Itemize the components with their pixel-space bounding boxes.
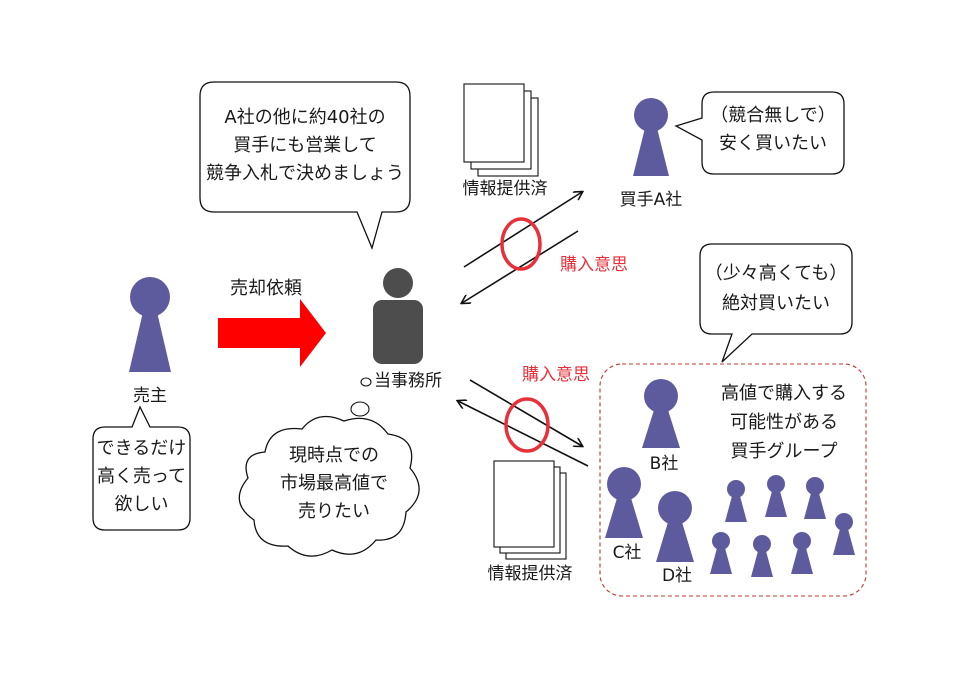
seller-speech-line-3: 欲しい xyxy=(114,494,169,515)
thought-dot-medium xyxy=(350,401,370,417)
company-b-figure xyxy=(642,379,680,448)
info-papers-top xyxy=(463,83,539,177)
office-label: 当事務所 xyxy=(374,371,442,391)
intent-bottom-label: 購入意思 xyxy=(522,365,590,385)
info-bottom-label: 情報提供済 xyxy=(487,564,573,584)
company-c-figure xyxy=(605,467,643,538)
request-arrow-label: 売却依頼 xyxy=(230,278,302,299)
group-description-line-1: 高値で購入する xyxy=(721,383,847,404)
seller-label: 売主 xyxy=(133,386,167,406)
company-c-label: C社 xyxy=(612,543,642,563)
group-description-line-3: 買手グループ xyxy=(730,441,838,462)
buyer-a-label: 買手A社 xyxy=(619,190,683,210)
buyer-a-figure xyxy=(633,98,669,176)
arrow-buyer-a-to-office xyxy=(462,230,579,303)
request-arrow xyxy=(218,299,326,367)
small-buyer xyxy=(833,513,855,555)
intent-top-label: 購入意思 xyxy=(560,255,628,275)
small-buyer xyxy=(765,475,787,517)
small-buyer xyxy=(804,477,826,519)
office-speech-line-3: 競争入札で決めましょう xyxy=(206,163,404,184)
buyer-a-speech-bubble xyxy=(674,91,845,175)
arrow-office-to-group xyxy=(469,379,582,446)
group-speech-bubble xyxy=(699,243,853,363)
seller-speech-bubble xyxy=(92,405,191,531)
thought-dot-small xyxy=(360,377,372,387)
no-sign-top xyxy=(500,217,542,271)
small-buyer xyxy=(791,532,813,574)
office-thought-line-2: 市場最高値で xyxy=(280,473,388,494)
seller-speech-line-2: 高く売って xyxy=(96,466,187,487)
buyer-a-speech-line-1: （競合無しで） xyxy=(710,105,836,126)
info-papers-bottom xyxy=(493,460,567,560)
office-speech-bubble xyxy=(199,81,411,250)
small-buyer xyxy=(725,480,747,522)
group-speech-line-2: 絶対買いたい xyxy=(722,293,830,314)
company-b-label: B社 xyxy=(649,454,679,474)
small-buyer xyxy=(710,532,732,574)
group-speech-line-1: （少々高くても） xyxy=(704,263,848,284)
seller-speech-line-1: できるだけ xyxy=(96,438,187,459)
group-description-line-2: 可能性がある xyxy=(730,412,838,433)
small-buyers xyxy=(710,475,855,577)
company-d-label: D社 xyxy=(661,566,693,586)
arrow-office-to-buyer-a xyxy=(463,192,582,268)
office-speech-line-2: 買手にも営業して xyxy=(233,135,377,156)
office-figure xyxy=(373,268,423,364)
office-speech-line-1: A社の他に約40社の xyxy=(224,107,386,128)
info-top-label: 情報提供済 xyxy=(462,179,548,199)
buyer-a-speech-line-2: 安く買いたい xyxy=(719,133,827,154)
no-sign-bottom xyxy=(504,397,550,453)
office-thought-line-1: 現時点での xyxy=(289,445,379,466)
small-buyer xyxy=(751,535,773,577)
company-d-figure xyxy=(656,491,694,562)
seller-figure xyxy=(129,277,171,372)
arrow-group-to-office xyxy=(458,401,589,467)
office-thought-cloud xyxy=(238,415,420,557)
office-thought-line-3: 売りたい xyxy=(298,501,370,522)
